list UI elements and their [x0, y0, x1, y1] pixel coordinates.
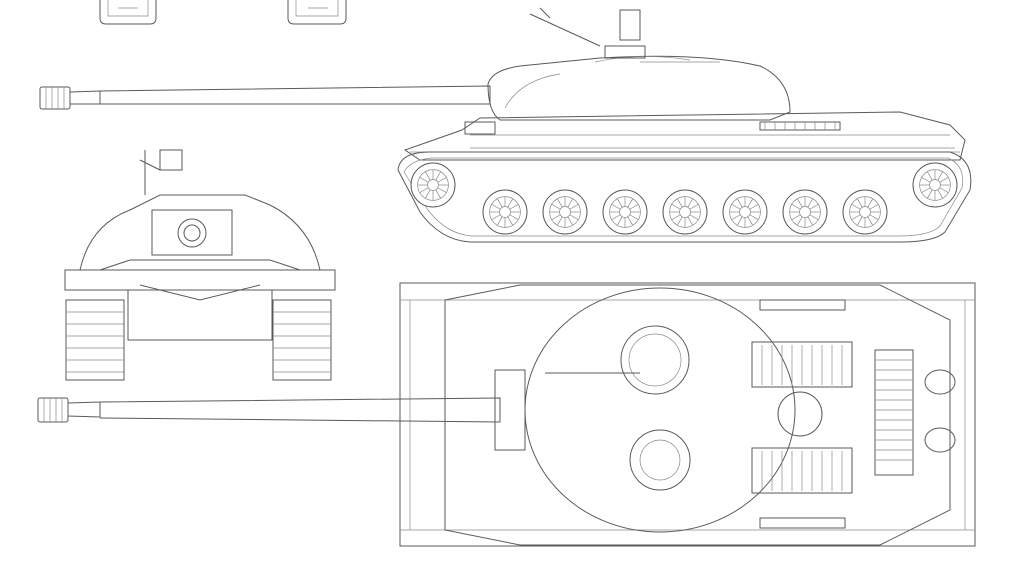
road-wheel: [602, 189, 648, 235]
side-turret: [487, 7, 841, 131]
front-view: [64, 149, 336, 381]
road-wheel: [782, 189, 828, 235]
side-hull: [403, 111, 966, 161]
front-right-track: [272, 299, 332, 381]
road-wheel: [482, 189, 528, 235]
side-view: [39, 7, 972, 243]
partial-view-top: [99, 0, 347, 25]
top-gun-barrel: [37, 397, 501, 423]
top-engine-deck: [751, 299, 956, 529]
top-view: [37, 282, 976, 547]
top-turret: [494, 287, 796, 533]
side-gun-barrel: [39, 85, 491, 110]
front-left-track: [65, 299, 125, 381]
side-road-wheels: [410, 162, 958, 235]
road-wheel: [662, 189, 708, 235]
road-wheel: [410, 162, 456, 208]
road-wheel: [722, 189, 768, 235]
road-wheel: [912, 162, 958, 208]
road-wheel: [542, 189, 588, 235]
side-track: [397, 151, 972, 243]
road-wheel: [842, 189, 888, 235]
